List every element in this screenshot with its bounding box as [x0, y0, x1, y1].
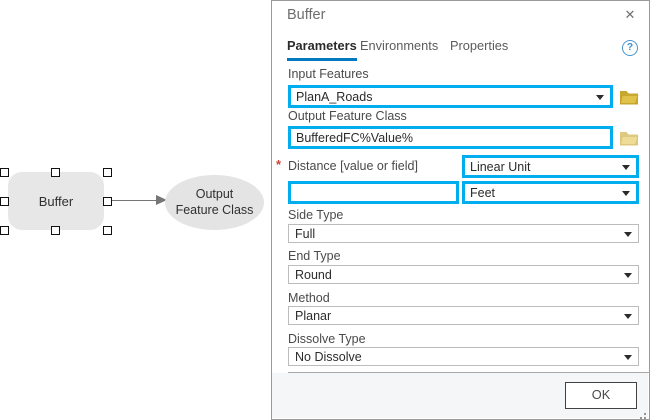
- distance-label: Distance [value or field]: [288, 159, 418, 173]
- method-label: Method: [288, 291, 330, 305]
- tab-parameters[interactable]: Parameters: [287, 38, 357, 61]
- output-node-label: Output Feature Class: [175, 187, 254, 217]
- selection-handle[interactable]: [51, 168, 60, 177]
- output-feature-class-label: Output Feature Class: [288, 109, 407, 123]
- method-combo[interactable]: Planar: [288, 306, 639, 325]
- selection-handle[interactable]: [103, 168, 112, 177]
- selection-handle[interactable]: [51, 226, 60, 235]
- tab-environments[interactable]: Environments: [360, 38, 439, 53]
- output-feature-class-input[interactable]: BufferedFC%Value%: [288, 126, 613, 149]
- selection-handle[interactable]: [0, 226, 9, 235]
- buffer-node-label: Buffer: [38, 193, 74, 209]
- side-type-combo[interactable]: Full: [288, 224, 639, 243]
- side-type-label: Side Type: [288, 208, 344, 222]
- footer-separator: [288, 372, 650, 373]
- tab-properties[interactable]: Properties: [450, 38, 509, 53]
- chevron-down-icon: [622, 164, 630, 170]
- chevron-down-icon: [624, 272, 632, 278]
- dissolve-type-value: No Dissolve: [295, 349, 362, 364]
- chevron-down-icon: [624, 354, 632, 360]
- model-canvas: Buffer Output Feature Class: [0, 0, 271, 420]
- chevron-down-icon: [622, 190, 630, 196]
- browse-output-button[interactable]: [619, 130, 639, 151]
- input-features-value: PlanA_Roads: [296, 90, 373, 104]
- selection-handle[interactable]: [103, 226, 112, 235]
- dissolve-type-combo[interactable]: No Dissolve: [288, 347, 639, 366]
- panel-title: Buffer: [287, 7, 326, 23]
- input-features-label: Input Features: [288, 67, 369, 81]
- ok-button[interactable]: OK: [565, 382, 637, 409]
- distance-unit-combo[interactable]: Feet: [462, 181, 639, 204]
- connector-arrowhead-icon: [156, 195, 167, 205]
- distance-value-field[interactable]: [291, 184, 456, 201]
- selection-handle[interactable]: [0, 168, 9, 177]
- browse-input-button[interactable]: [619, 89, 639, 110]
- folder-icon: [620, 91, 639, 105]
- distance-value-input[interactable]: [288, 181, 459, 204]
- required-asterisk: *: [276, 157, 282, 172]
- side-type-value: Full: [295, 226, 316, 241]
- distance-unit-value: Feet: [470, 186, 496, 200]
- input-features-combo[interactable]: PlanA_Roads: [288, 85, 613, 108]
- output-feature-class-value: BufferedFC%Value%: [296, 131, 413, 145]
- selection-handle[interactable]: [0, 197, 9, 206]
- end-type-label: End Type: [288, 249, 341, 263]
- method-value: Planar: [295, 308, 332, 323]
- end-type-value: Round: [295, 267, 332, 282]
- buffer-node[interactable]: Buffer: [8, 172, 104, 230]
- selection-handle[interactable]: [103, 197, 112, 206]
- distance-type-combo[interactable]: Linear Unit: [462, 155, 639, 178]
- close-icon[interactable]: ✕: [624, 7, 636, 22]
- folder-icon: [620, 132, 639, 146]
- buffer-tool-dialog: Buffer ✕ Parameters Environments Propert…: [271, 0, 650, 420]
- chevron-down-icon: [624, 313, 632, 319]
- end-type-combo[interactable]: Round: [288, 265, 639, 284]
- dissolve-type-label: Dissolve Type: [288, 332, 366, 346]
- chevron-down-icon: [596, 94, 604, 100]
- output-feature-class-node[interactable]: Output Feature Class: [165, 175, 264, 230]
- help-icon[interactable]: ?: [622, 40, 638, 56]
- connector-line: [112, 200, 158, 201]
- distance-type-value: Linear Unit: [470, 160, 531, 174]
- chevron-down-icon: [624, 231, 632, 237]
- resize-grip[interactable]: [636, 413, 639, 416]
